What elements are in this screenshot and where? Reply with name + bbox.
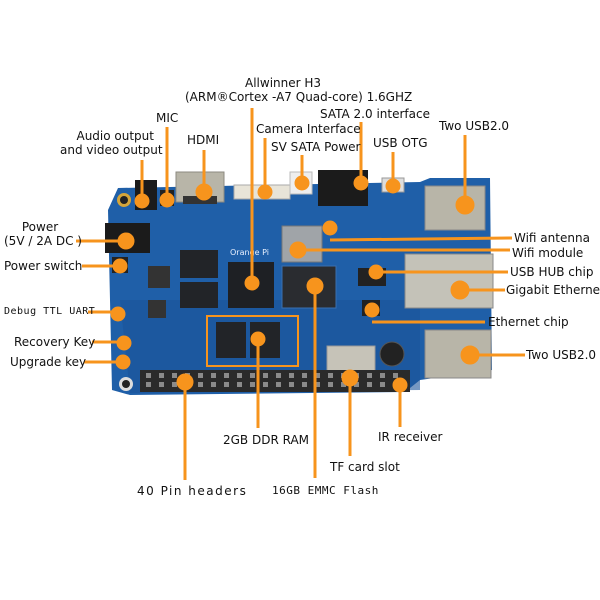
ram-chip xyxy=(216,322,246,358)
header-pin xyxy=(354,382,359,387)
label-ir-receiver: IR receiver xyxy=(378,430,443,444)
label-wifi-module: Wifi module xyxy=(512,246,584,260)
header-pin xyxy=(393,373,398,378)
ram-chip xyxy=(180,282,218,308)
label-wifi-antenna: Wifi antenna xyxy=(514,231,590,245)
label-tf-card: TF card slot xyxy=(330,460,400,474)
header-pin xyxy=(237,382,242,387)
header-pin xyxy=(211,373,216,378)
header-pin xyxy=(198,382,203,387)
header-pin xyxy=(263,382,268,387)
label-line: and video output xyxy=(60,143,163,157)
header-pin xyxy=(341,382,346,387)
label-emmc: 16GB EMMC Flash xyxy=(272,484,379,497)
label-gigabit-ethernet: Gigabit Ethernet xyxy=(506,283,600,297)
label-recovery-key: Recovery Key xyxy=(14,335,96,349)
header-pin xyxy=(224,373,229,378)
label-line: (5V / 2A DC ) xyxy=(4,234,82,248)
label-line: Power xyxy=(21,220,59,234)
header-pin xyxy=(211,382,216,387)
header-pin xyxy=(328,373,333,378)
header-pin xyxy=(237,373,242,378)
header-pin xyxy=(250,373,255,378)
label-usb-top: Two USB2.0 xyxy=(439,119,510,133)
capacitor xyxy=(379,341,405,367)
label-sata-power: SV SATA Power xyxy=(271,140,361,154)
label-ddr-ram: 2GB DDR RAM xyxy=(223,433,310,447)
label-soc: Allwinner H3 (ARM®Cortex -A7 Quad-core) … xyxy=(185,76,412,104)
header-pin xyxy=(302,382,307,387)
header-pin xyxy=(380,382,385,387)
label-power-switch: Power switch xyxy=(4,259,83,273)
header-pin xyxy=(146,382,151,387)
label-usb-bottom: Two USB2.0 xyxy=(526,348,597,362)
header-pin xyxy=(198,373,203,378)
header-pin xyxy=(302,373,307,378)
header-pin xyxy=(250,382,255,387)
header-pin xyxy=(263,373,268,378)
header-pin xyxy=(159,382,164,387)
callout-line-wifi-antenna xyxy=(329,236,513,242)
label-debug-uart: Debug TTL UART xyxy=(4,306,96,317)
header-pin xyxy=(146,373,151,378)
board-logo: Orange Pi xyxy=(230,248,269,257)
label-ethernet-chip: Ethernet chip xyxy=(488,315,569,329)
label-line: Allwinner H3 xyxy=(245,76,322,90)
usb-port-top xyxy=(424,185,486,231)
label-sata: SATA 2.0 interface xyxy=(320,107,430,121)
label-audio-video: Audio output and video output xyxy=(60,129,163,157)
header-pin xyxy=(276,382,281,387)
header-pin xyxy=(172,382,177,387)
ram-chip xyxy=(180,250,218,278)
label-camera: Camera Interface xyxy=(256,122,361,136)
header-pin xyxy=(276,373,281,378)
header-pin xyxy=(172,373,177,378)
ethernet-port xyxy=(404,253,494,309)
label-usb-hub: USB HUB chip xyxy=(510,265,594,279)
label-power: Power (5V / 2A DC ) xyxy=(4,220,82,248)
label-line: (ARM®Cortex -A7 Quad-core) 1.6GHZ xyxy=(185,90,413,104)
header-pin xyxy=(315,373,320,378)
label-line: Audio output xyxy=(76,129,154,143)
header-pin xyxy=(224,382,229,387)
label-pin-headers: 40 Pin headers xyxy=(137,484,248,498)
header-pin xyxy=(159,373,164,378)
header-pin xyxy=(367,382,372,387)
header-pin xyxy=(380,373,385,378)
header-pin xyxy=(289,382,294,387)
header-pin xyxy=(289,373,294,378)
label-usb-otg: USB OTG xyxy=(373,136,428,150)
label-mic: MIC xyxy=(156,111,179,125)
label-hdmi: HDMI xyxy=(187,133,220,147)
header-pin xyxy=(328,382,333,387)
label-upgrade-key: Upgrade key xyxy=(10,355,87,369)
header-pin xyxy=(367,373,372,378)
header-pin xyxy=(315,382,320,387)
